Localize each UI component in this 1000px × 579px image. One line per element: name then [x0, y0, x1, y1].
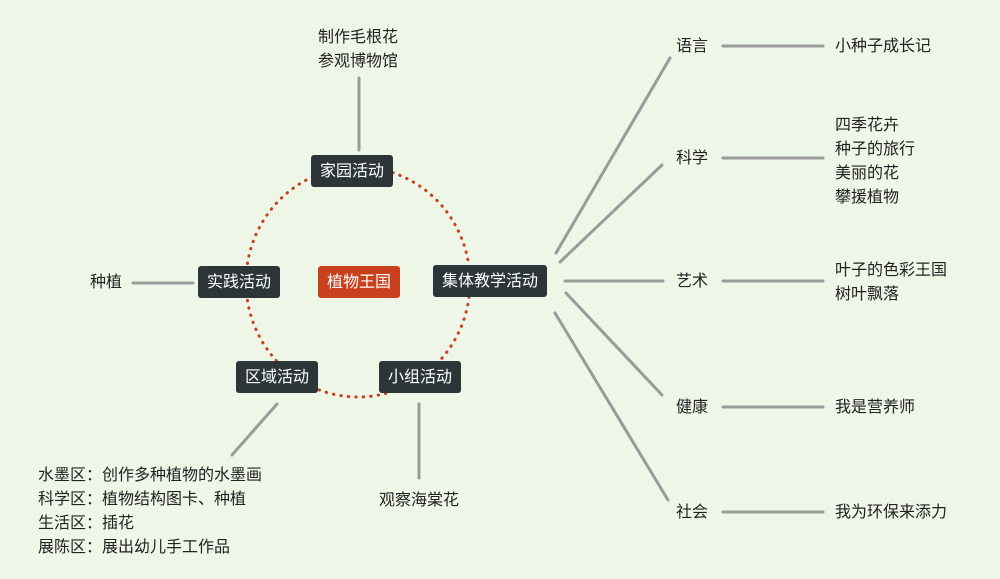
art-item: 叶子的色彩王国 [835, 260, 948, 279]
area-item: 展陈区：展出幼儿手工作品 [38, 535, 262, 559]
language-item: 小种子成长记 [835, 36, 932, 55]
subject-art: 艺术 [676, 271, 709, 290]
area-activity-node: 区域活动 [236, 361, 319, 393]
area-item: 科学区：植物结构图卡、种植 [38, 487, 262, 511]
art-item: 树叶飘落 [835, 284, 900, 303]
center-node: 植物王国 [318, 266, 401, 298]
subject-language: 语言 [676, 36, 709, 55]
home-item: 制作毛根花 [318, 27, 399, 46]
connector-teaching-society [553, 311, 670, 502]
area-item-content: 展出幼儿手工作品 [102, 537, 231, 556]
connector-area-bottom [230, 402, 279, 457]
society-item: 我为环保来添力 [835, 502, 948, 521]
connector-teaching-science [558, 163, 664, 264]
home-item: 参观博物馆 [318, 51, 399, 70]
science-item: 攀援植物 [835, 187, 900, 206]
practice-activity-node: 实践活动 [198, 266, 281, 298]
science-item: 种子的旅行 [835, 139, 916, 158]
home-activity-node: 家园活动 [311, 155, 394, 187]
small-group-item: 观察海棠花 [379, 490, 460, 509]
area-item-zone: 科学区： [38, 489, 103, 508]
science-item: 四季花卉 [835, 115, 900, 134]
practice-item: 种植 [90, 272, 123, 291]
area-item: 水墨区：创作多种植物的水墨画 [38, 463, 262, 487]
subject-society: 社会 [676, 502, 709, 521]
subject-science: 科学 [676, 148, 709, 167]
area-items-list: 水墨区：创作多种植物的水墨画 科学区：植物结构图卡、种植 生活区：插花 展陈区：… [38, 463, 262, 559]
area-item-zone: 展陈区： [38, 537, 103, 556]
health-item: 我是营养师 [835, 397, 916, 416]
subject-health: 健康 [676, 397, 709, 416]
connector-teaching-language [554, 56, 672, 255]
area-item-content: 插花 [102, 513, 135, 532]
group-teaching-node: 集体教学活动 [433, 265, 548, 297]
small-group-node: 小组活动 [379, 361, 462, 393]
area-item-zone: 生活区： [38, 513, 103, 532]
area-item: 生活区：插花 [38, 511, 262, 535]
area-item-content: 创作多种植物的水墨画 [102, 465, 263, 484]
science-item: 美丽的花 [835, 163, 900, 182]
area-item-zone: 水墨区： [38, 465, 103, 484]
connector-teaching-health [564, 291, 664, 397]
area-item-content: 植物结构图卡、种植 [102, 489, 247, 508]
